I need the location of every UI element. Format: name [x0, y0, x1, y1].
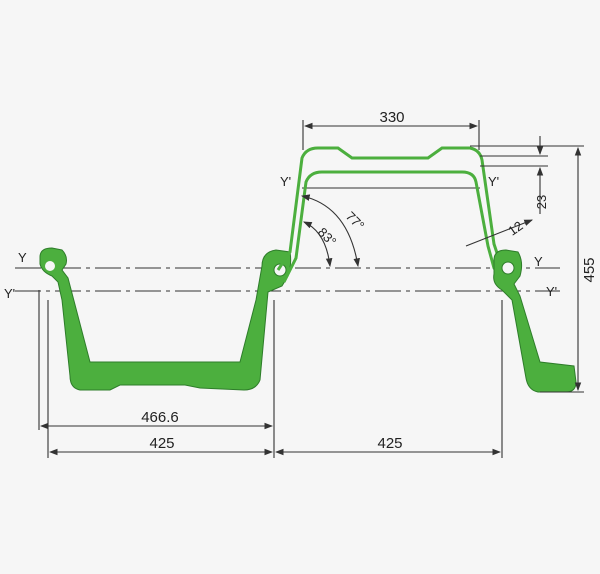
right-interlock: [501, 261, 515, 275]
angle-inner: 83°: [315, 225, 340, 250]
crown-inner: [282, 170, 506, 283]
axis-label-y-prime-top-left: Y': [280, 174, 291, 189]
axis-label-y-prime-right: Y': [546, 284, 557, 299]
left-pan-section: [39, 247, 292, 391]
angle-83-arc: [302, 221, 333, 268]
left-interlock: [45, 261, 55, 271]
dim-pitch-right: 425: [377, 435, 402, 452]
axis-label-y-left: Y: [18, 250, 27, 265]
axis-label-y-right: Y: [534, 254, 543, 269]
dim-top-width: 330: [379, 109, 404, 126]
dim-overall-width: 466.6: [141, 409, 179, 426]
angle-77-arc: [300, 194, 360, 268]
crown-outer: [276, 146, 502, 271]
axis-label-y-prime-left: Y': [4, 286, 15, 301]
mid-interlock: [273, 263, 287, 277]
dim-thickness-web: 12: [505, 218, 525, 239]
dim-web-thickness-line: [465, 219, 534, 247]
dim-pitch-left: 425: [149, 435, 174, 452]
axis-label-y-prime-top-right: Y': [488, 174, 499, 189]
dim-thickness-top: 23: [534, 195, 549, 209]
dim-height: 455: [581, 257, 598, 282]
right-pan-section: [493, 249, 577, 393]
